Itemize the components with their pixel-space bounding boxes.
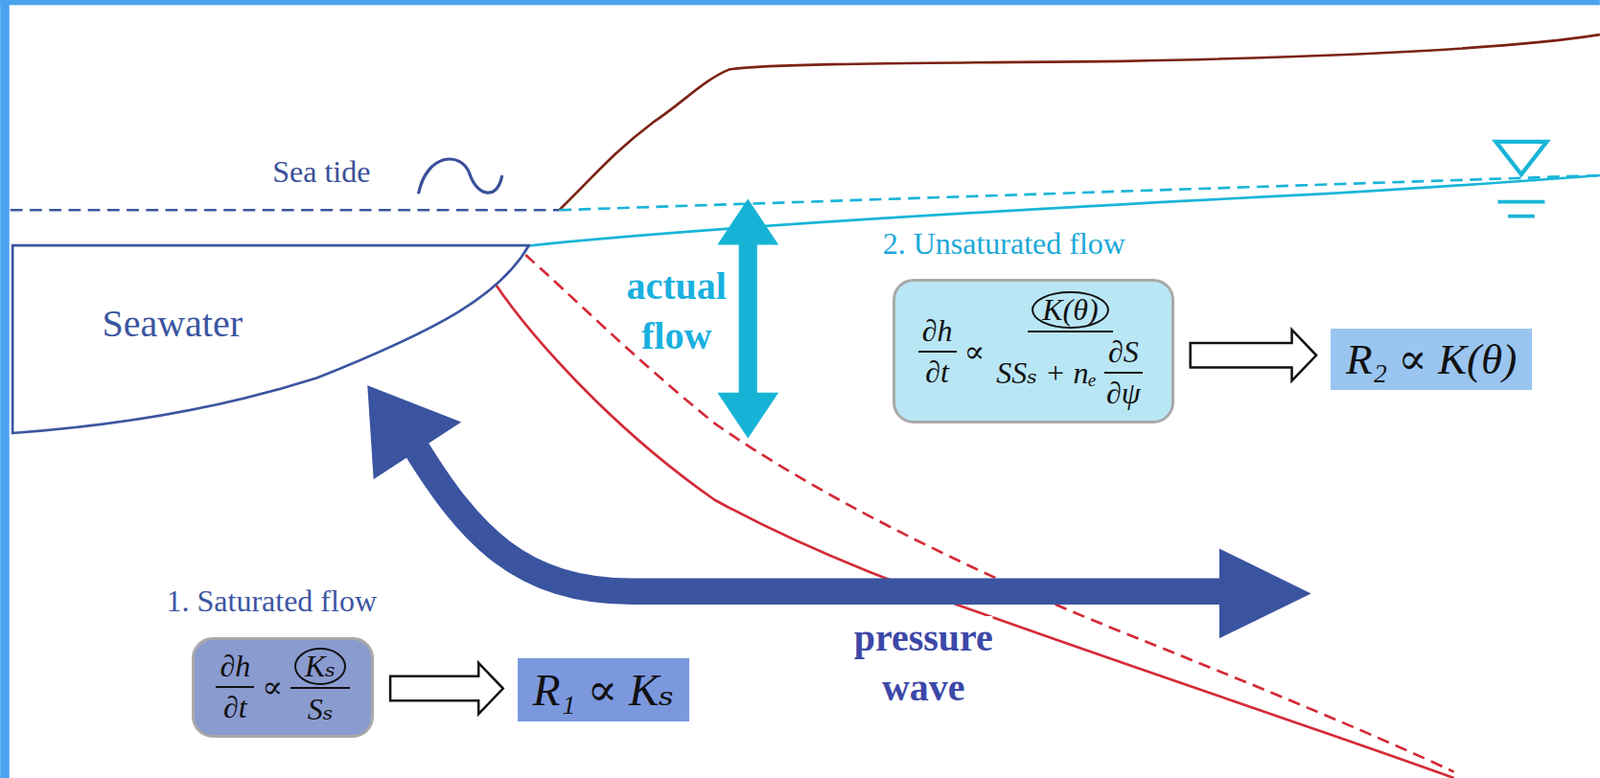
fraction: KₛSₛ xyxy=(290,648,350,728)
equation-term: SSₛ + nₑ xyxy=(996,354,1097,392)
seawater-outline xyxy=(12,246,530,435)
result-text: R₁ ∝ Kₛ xyxy=(533,665,675,716)
fraction-denominator: SSₛ + nₑ ∂S ∂ψ xyxy=(992,332,1148,412)
box-heading: 2. Unsaturated flow xyxy=(882,226,1175,262)
equation-term: ∝ xyxy=(964,333,986,371)
circled-term: K(θ) xyxy=(1031,291,1109,329)
high-water-table xyxy=(558,175,1600,210)
equation-term: ∂ψ xyxy=(1106,375,1141,412)
equation-term: ∝ xyxy=(261,669,283,706)
result-box: R₁ ∝ Kₛ xyxy=(517,658,691,723)
pressure-wave-arrow xyxy=(413,443,1229,592)
saltwater-interface-high xyxy=(525,255,1454,773)
water-table-symbol xyxy=(1497,200,1545,205)
seawater-outline xyxy=(10,242,532,437)
pressure-wave-arrow xyxy=(1219,549,1312,640)
equation-term: ∂S xyxy=(1108,334,1139,371)
frame-band xyxy=(0,0,10,778)
equation-term: ∂t xyxy=(223,690,248,726)
hollow-arrow xyxy=(390,663,504,715)
pressure-wave-arrow xyxy=(367,385,462,480)
frame-band xyxy=(0,0,1600,5)
equation-term: Sₛ xyxy=(307,691,334,728)
circled-term: Kₛ xyxy=(294,648,347,686)
fraction-numerator: Kₛ xyxy=(290,648,350,690)
fraction-numerator: ∂h xyxy=(215,649,255,689)
equation-term: ∂h xyxy=(922,313,953,349)
equation-panel: ∂h∂t∝K(θ)SSₛ + nₑ∂S∂ψ xyxy=(892,278,1175,424)
water-table-symbol xyxy=(1495,141,1547,175)
actual-flow-arrow xyxy=(717,199,779,440)
result-box: R₂ ∝ K(θ) xyxy=(1330,328,1532,391)
wave-label: pressure wave xyxy=(854,616,994,710)
fraction-numerator: ∂h xyxy=(918,313,957,353)
fraction-denominator: ∂ψ xyxy=(1102,373,1145,412)
result-text: R₂ ∝ K(θ) xyxy=(1345,335,1517,384)
hollow-arrow xyxy=(1190,329,1317,381)
fraction: ∂h ∂t xyxy=(918,313,957,391)
equation-panel: ∂h∂t∝KₛSₛ xyxy=(191,637,374,739)
flow-label: actual flow xyxy=(626,264,726,358)
fraction: ∂S ∂ψ xyxy=(1102,334,1145,412)
high-tide-line xyxy=(10,208,560,212)
ground-surface xyxy=(558,34,1600,210)
fraction: ∂h ∂t xyxy=(215,649,255,726)
equation-term: ∂h xyxy=(219,649,251,685)
saltwater-interface xyxy=(494,283,1454,778)
fraction-denominator: Sₛ xyxy=(303,689,338,728)
wave-label-anchor: pressure wave xyxy=(834,613,1013,714)
seawater-region: Seawater xyxy=(10,242,532,437)
fraction: K(θ) SSₛ + nₑ ∂S ∂ψ xyxy=(992,291,1148,412)
fraction-denominator: ∂t xyxy=(921,352,953,391)
water-table-symbol xyxy=(1507,214,1535,219)
fraction-numerator: ∂S xyxy=(1104,334,1143,374)
tide-label: Sea tide xyxy=(272,153,371,188)
region-label: Seawater xyxy=(101,301,243,347)
box-heading: 1. Saturated flow xyxy=(165,583,377,620)
tide-label-anchor: Sea tide xyxy=(272,153,371,189)
fraction-numerator: K(θ) xyxy=(1027,291,1113,333)
tide-symbol xyxy=(417,159,502,194)
fraction-denominator: ∂t xyxy=(219,688,252,726)
equation-box: 1. Saturated flow∂h∂t∝KₛSₛ xyxy=(165,583,377,739)
equation-box: 2. Unsaturated flow∂h∂t∝K(θ)SSₛ + nₑ∂S∂ψ xyxy=(882,226,1175,424)
flow-label-anchor: actual flow xyxy=(611,261,742,362)
equation-term: ∂t xyxy=(925,354,950,391)
